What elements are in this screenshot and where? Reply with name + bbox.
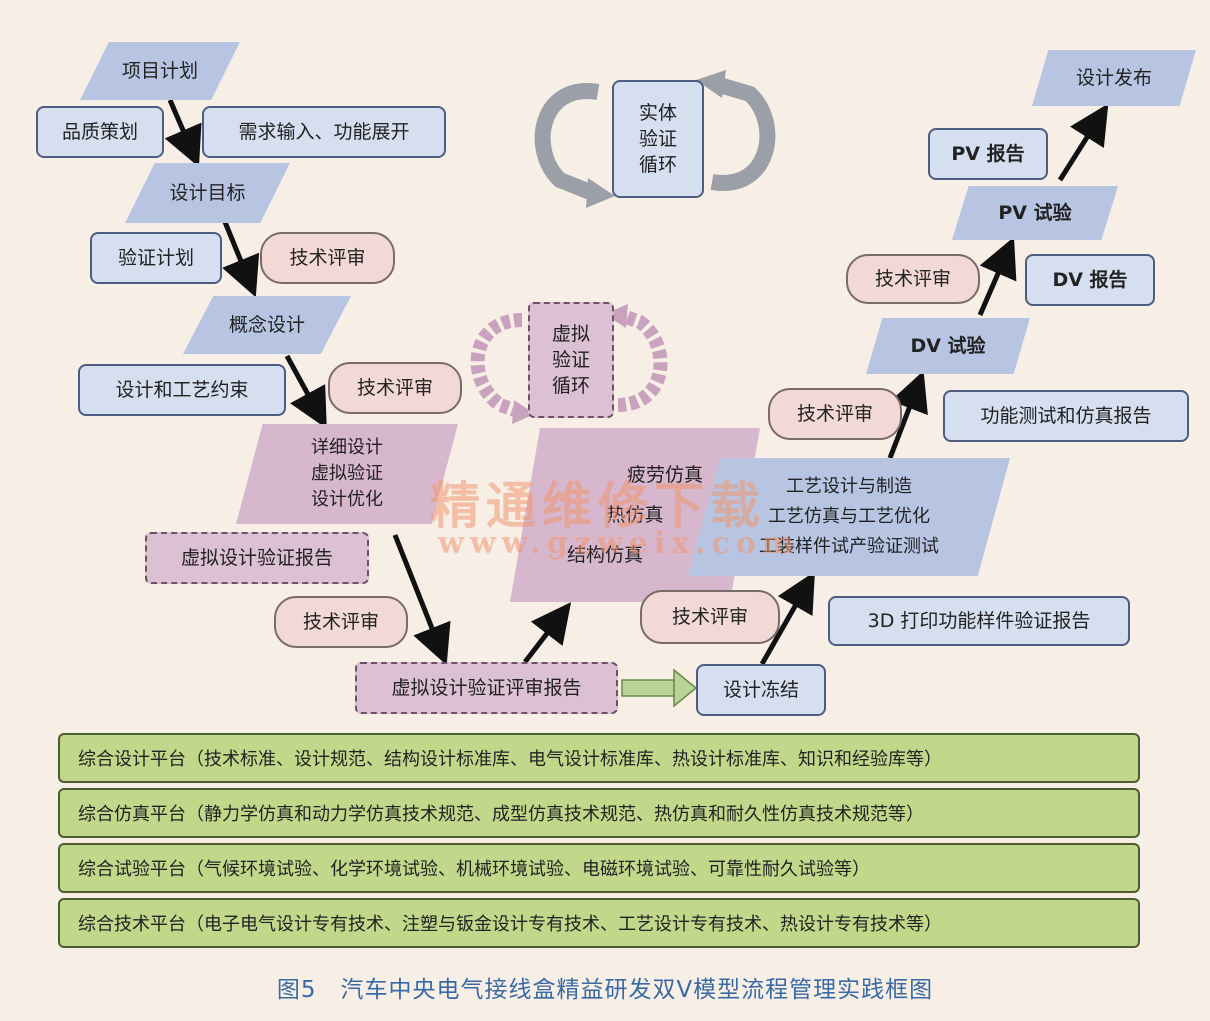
dv-report-box: DV 报告: [1025, 254, 1155, 306]
project-plan-step: 项目计划: [80, 42, 240, 100]
arrow-report-to-freeze: [621, 668, 698, 708]
virtual-cycle-box: 虚拟 验证 循环: [528, 302, 614, 418]
arrow-dv-to-pv: [977, 236, 1017, 316]
process-step: 工艺设计与制造 工艺仿真与工艺优化 工装样件试产验证测试: [688, 458, 1010, 576]
tech-review-3: 技术评审: [274, 596, 408, 648]
tech-review-2: 技术评审: [328, 362, 462, 414]
figure-caption: 图5 汽车中央电气接线盒精益研发双V模型流程管理实践框图: [276, 977, 934, 1003]
detail-design-step: 详细设计 虚拟验证 设计优化: [236, 424, 458, 524]
design-freeze-box: 设计冻结: [696, 664, 826, 716]
virtual-cycle-arrows: [470, 304, 668, 424]
pv-test-step: PV 试验: [952, 186, 1118, 240]
arrow-goal-to-concept: [222, 221, 260, 298]
tech-review-4: 技术评审: [640, 590, 780, 644]
arrow-process-to-dv: [887, 370, 928, 459]
physical-cycle-arrows: [534, 70, 776, 208]
requirements-box: 需求输入、功能展开: [202, 106, 446, 158]
watermark-url: www.gzweix.com: [438, 526, 800, 561]
tech-review-1: 技术评审: [260, 232, 395, 284]
watermark-text: 精通维修下载: [430, 476, 766, 535]
physical-cycle-box: 实体 验证 循环: [612, 80, 704, 198]
virtual-report-box: 虚拟设计验证报告: [145, 532, 369, 584]
arrow-concept-to-detail: [284, 354, 327, 429]
arrow-freeze-to-process: [759, 571, 815, 666]
quality-plan-box: 品质策划: [36, 106, 164, 158]
platform-design: 综合设计平台（技术标准、设计规范、结构设计标准库、电气设计标准库、热设计标准库、…: [58, 733, 1140, 783]
arrow-plan-to-goal: [164, 99, 202, 168]
arrow-report-to-simulation: [523, 602, 572, 664]
function-report-box: 功能测试和仿真报告: [943, 390, 1189, 442]
virtual-review-report-box: 虚拟设计验证评审报告: [355, 662, 618, 714]
design-goal-step: 设计目标: [125, 163, 290, 223]
pv-report-box: PV 报告: [928, 128, 1048, 180]
platform-simulation: 综合仿真平台（静力学仿真和动力学仿真技术规范、成型仿真技术规范、热仿真和耐久性仿…: [58, 788, 1140, 838]
design-release-step: 设计发布: [1032, 50, 1196, 106]
dv-test-step: DV 试验: [866, 318, 1030, 374]
print-report-box: 3D 打印功能样件验证报告: [828, 596, 1130, 646]
platform-testing: 综合试验平台（气候环境试验、化学环境试验、机械环境试验、电磁环境试验、可靠性耐久…: [58, 843, 1140, 893]
concept-design-step: 概念设计: [183, 296, 351, 354]
design-constraint-box: 设计和工艺约束: [78, 364, 286, 416]
tech-review-5: 技术评审: [768, 388, 902, 440]
arrow-pv-to-release: [1057, 103, 1109, 182]
platform-technology: 综合技术平台（电子电气设计专有技术、注塑与钣金设计专有技术、工艺设计专有技术、热…: [58, 898, 1140, 948]
tech-review-6: 技术评审: [846, 254, 980, 304]
arrow-detail-to-report: [392, 534, 451, 666]
verify-plan-box: 验证计划: [90, 232, 222, 284]
